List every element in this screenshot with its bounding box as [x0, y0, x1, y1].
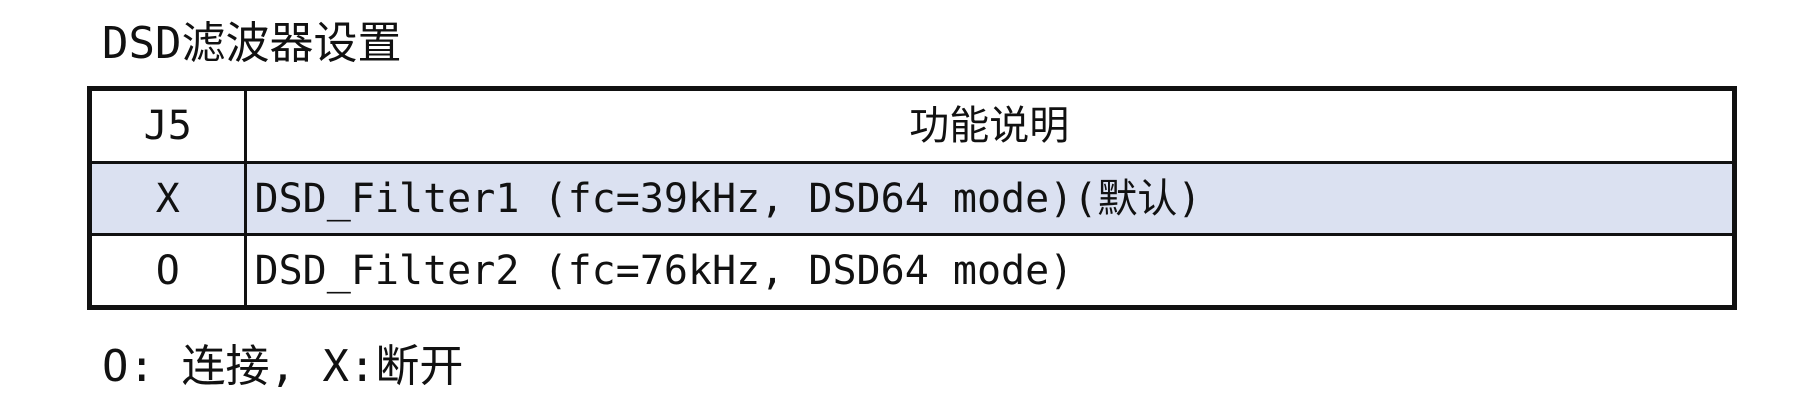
settings-table: J5 功能说明 X DSD_Filter1 (fc=39kHz, DSD64 m… [92, 91, 1732, 305]
dsd-filter-table: J5 功能说明 X DSD_Filter1 (fc=39kHz, DSD64 m… [87, 86, 1737, 310]
header-description: 功能说明 [243, 91, 1732, 164]
table-row: X DSD_Filter1 (fc=39kHz, DSD64 mode)(默认) [92, 160, 1732, 237]
header-j5: J5 [92, 91, 247, 164]
row-description: DSD_Filter2 (fc=76kHz, DSD64 mode) [243, 233, 1732, 305]
row-description: DSD_Filter1 (fc=39kHz, DSD64 mode)(默认) [243, 160, 1732, 237]
table-row: O DSD_Filter2 (fc=76kHz, DSD64 mode) [92, 233, 1732, 305]
row-j5-value: O [92, 233, 247, 305]
legend-note: O: 连接, X:断开 [102, 341, 464, 392]
table-header-row: J5 功能说明 [92, 91, 1732, 164]
row-j5-value: X [92, 160, 247, 237]
page-title: DSD滤波器设置 [102, 18, 402, 69]
